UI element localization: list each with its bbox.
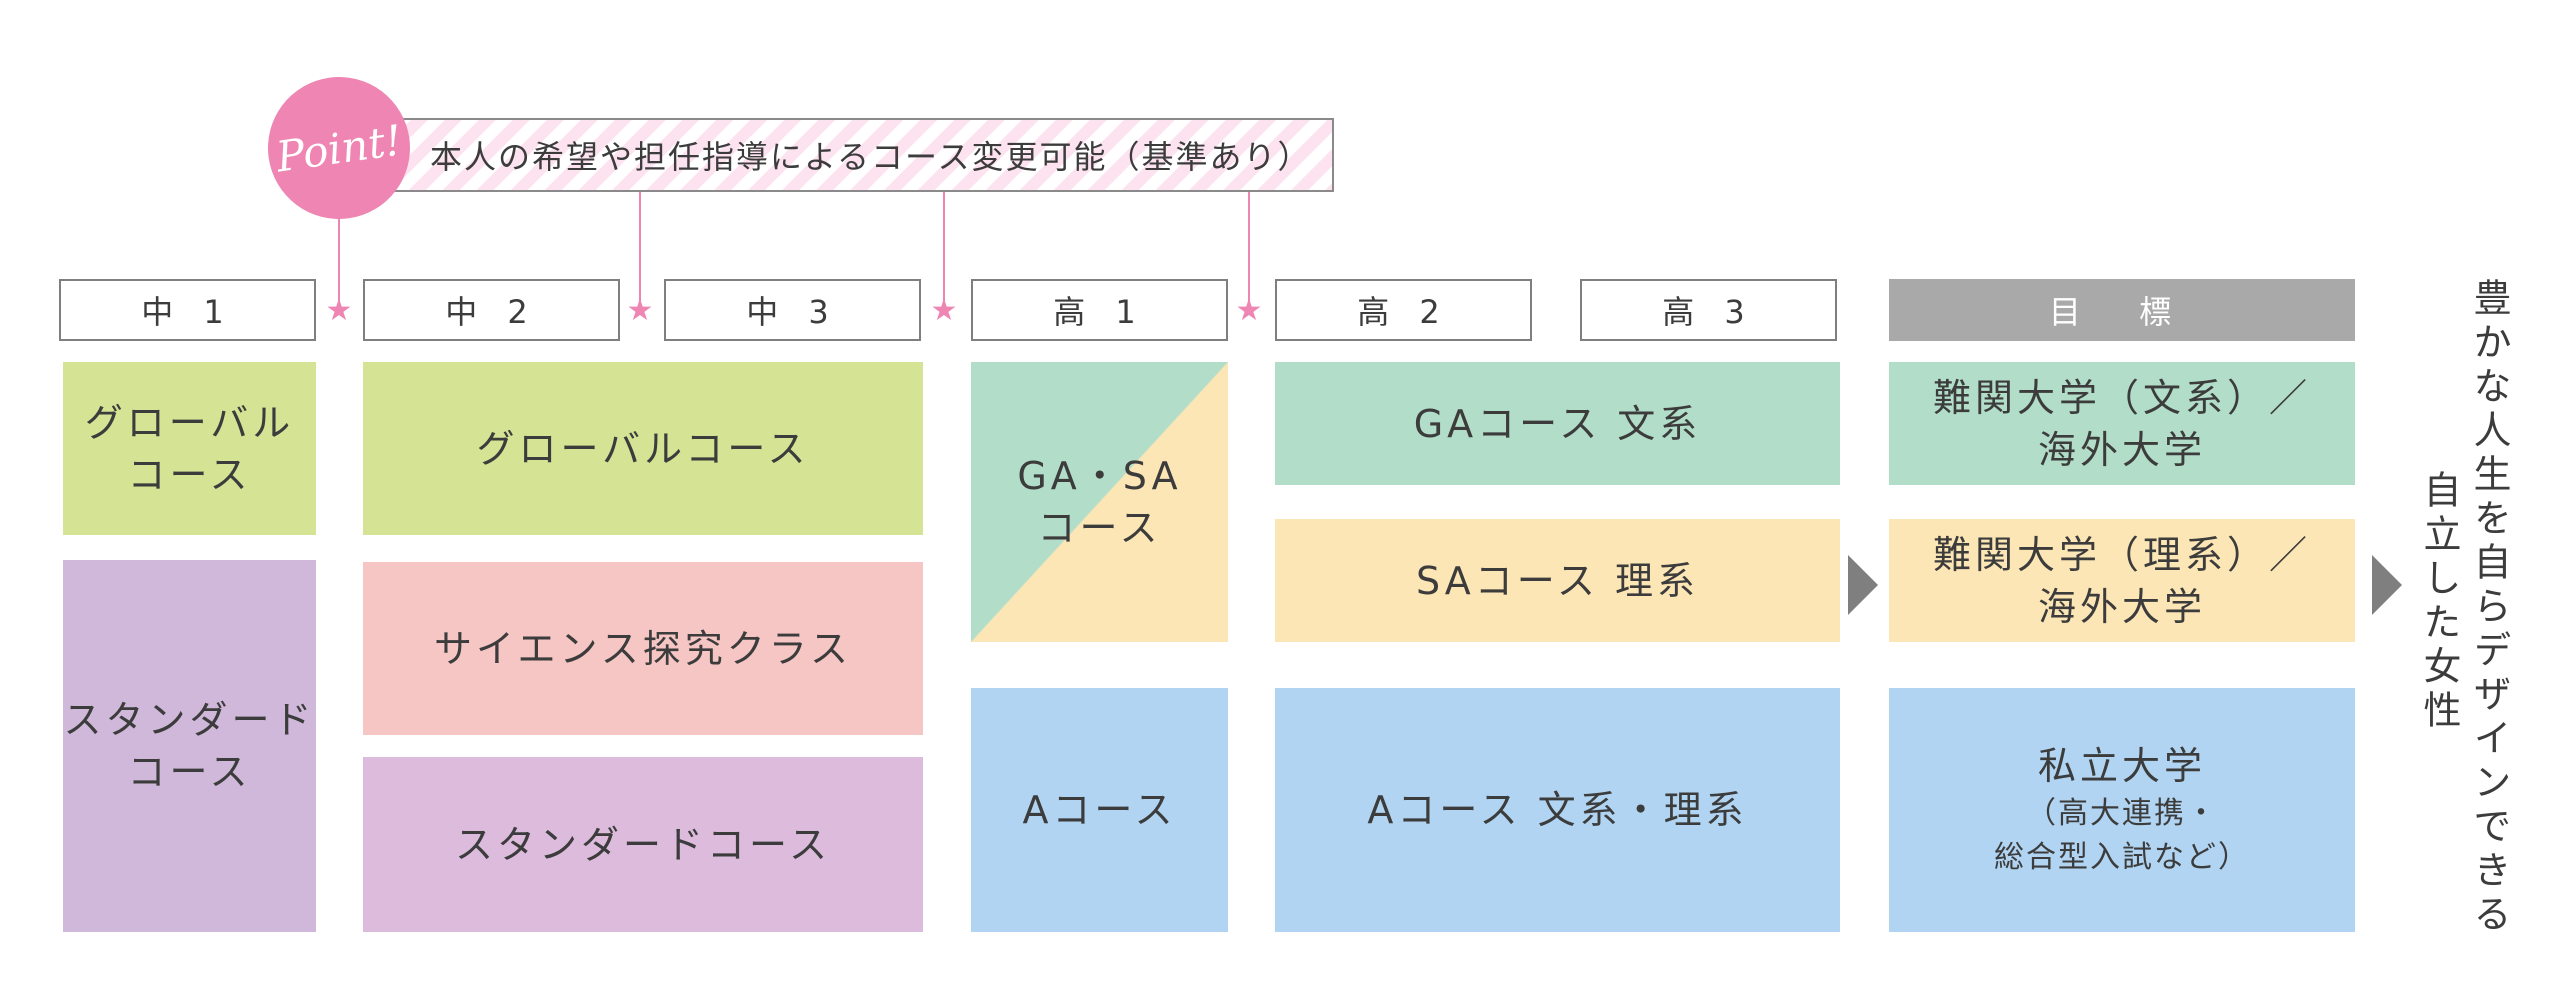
header-j3-label: 中 3 [746,293,839,331]
course-j23-standard: スタンダードコース [363,757,923,932]
header-h3-label: 高 3 [1662,293,1755,331]
star-icon: ★ [325,293,353,328]
goal-humanities: 難関大学（文系）／ 海外大学 [1889,362,2355,485]
header-j2-label: 中 2 [445,293,538,331]
header-h2-label: 高 2 [1357,293,1450,331]
star-icon: ★ [1235,293,1263,328]
connector-line [943,192,945,307]
vision-line-1: 豊かな人生を自らデザインできる [2467,278,2511,938]
goal-private-sub: （高大連携・ 総合型入試など） [1994,796,2250,875]
header-goal-label: 目 標 [2048,293,2196,331]
star-icon: ★ [930,293,958,328]
vision-line-2: 自立した女性 [2417,470,2461,734]
course-h1-gasa: GA・SA コース [971,362,1228,642]
header-j2: 中 2 [363,279,620,341]
goal-private: 私立大学 （高大連携・ 総合型入試など） [1889,688,2355,932]
course-h23-ga: GAコース 文系 [1275,362,1840,485]
arrow-right-icon [2372,555,2402,615]
course-h23-sa: SAコース 理系 [1275,519,1840,642]
point-badge: Point! [258,67,420,229]
header-j1: 中 1 [59,279,316,341]
course-h23-a: Aコース 文系・理系 [1275,688,1840,932]
course-j23-global: グローバルコース [363,362,923,535]
connector-line [639,192,641,307]
point-text: 本人の希望や担任指導によるコース変更可能（基準あり） [430,138,1312,176]
header-h2: 高 2 [1275,279,1532,341]
goal-private-main: 私立大学 [2037,744,2206,788]
connector-line [1248,192,1250,307]
header-h1-label: 高 1 [1053,293,1146,331]
goal-sciences: 難関大学（理系）／ 海外大学 [1889,519,2355,642]
header-h3: 高 3 [1580,279,1837,341]
point-badge-label: Point! [273,114,405,182]
header-j1-label: 中 1 [141,293,234,331]
arrow-right-icon [1848,555,1878,615]
course-j1-standard: スタンダード コース [63,560,316,932]
star-icon: ★ [626,293,654,328]
connector-line [338,219,340,307]
header-goal: 目 標 [1889,279,2355,341]
point-banner: 本人の希望や担任指導によるコース変更可能（基準あり） [392,118,1334,192]
course-h1-a: Aコース [971,688,1228,932]
course-j23-science: サイエンス探究クラス [363,562,923,735]
header-j3: 中 3 [664,279,921,341]
header-h1: 高 1 [971,279,1228,341]
course-j1-global: グローバル コース [63,362,316,535]
